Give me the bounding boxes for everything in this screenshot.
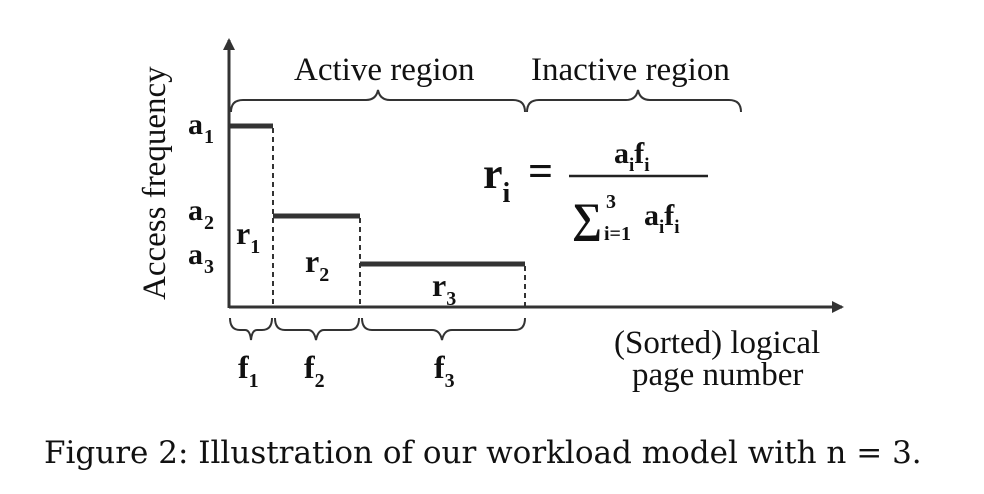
inactive-region-brace (526, 89, 742, 113)
formula-equals: = (528, 147, 553, 196)
ratio-label-r1: r1 (236, 215, 260, 258)
svg-text:f1: f1 (238, 349, 259, 392)
figure-caption: Figure 2: Illustration of our workload m… (44, 435, 922, 471)
fraction-label-f1: f1 (238, 349, 259, 392)
x-axis-label-line2: page number (632, 357, 803, 393)
formula-numerator: aifi (614, 137, 650, 176)
svg-text:a1: a1 (188, 108, 214, 148)
level-label-a1: a1 (188, 108, 214, 148)
svg-text:r2: r2 (305, 243, 329, 286)
svg-text:r1: r1 (236, 215, 260, 258)
svg-text:f3: f3 (434, 349, 455, 392)
level-label-a3: a3 (188, 238, 214, 278)
ratio-label-r2: r2 (305, 243, 329, 286)
svg-text:f2: f2 (304, 349, 325, 392)
svg-text:a2: a2 (188, 194, 214, 234)
fraction-label-f2: f2 (304, 349, 325, 392)
sum-upper: 3 (606, 191, 616, 213)
ratio-label-r3: r3 (432, 267, 456, 310)
active-region-label: Active region (294, 52, 475, 88)
ratio-formula: ri = aifi ∑ 3 i=1 aifi (483, 137, 708, 245)
x-axis-label-line1: (Sorted) logical (614, 325, 820, 361)
sum-lower: i=1 (604, 223, 631, 245)
f3-brace (361, 317, 526, 341)
inactive-region-label: Inactive region (531, 52, 730, 88)
y-axis-label: Access frequency (137, 66, 173, 300)
svg-text:a3: a3 (188, 238, 214, 278)
f2-brace (274, 317, 360, 341)
formula-denominator: aifi (644, 199, 680, 238)
svg-text:r3: r3 (432, 267, 456, 310)
sum-sign: ∑ (572, 196, 602, 242)
formula-lhs: ri (483, 149, 511, 209)
active-region-brace (230, 89, 526, 113)
level-label-a2: a2 (188, 194, 214, 234)
fraction-label-f3: f3 (434, 349, 455, 392)
f1-brace (229, 317, 273, 341)
